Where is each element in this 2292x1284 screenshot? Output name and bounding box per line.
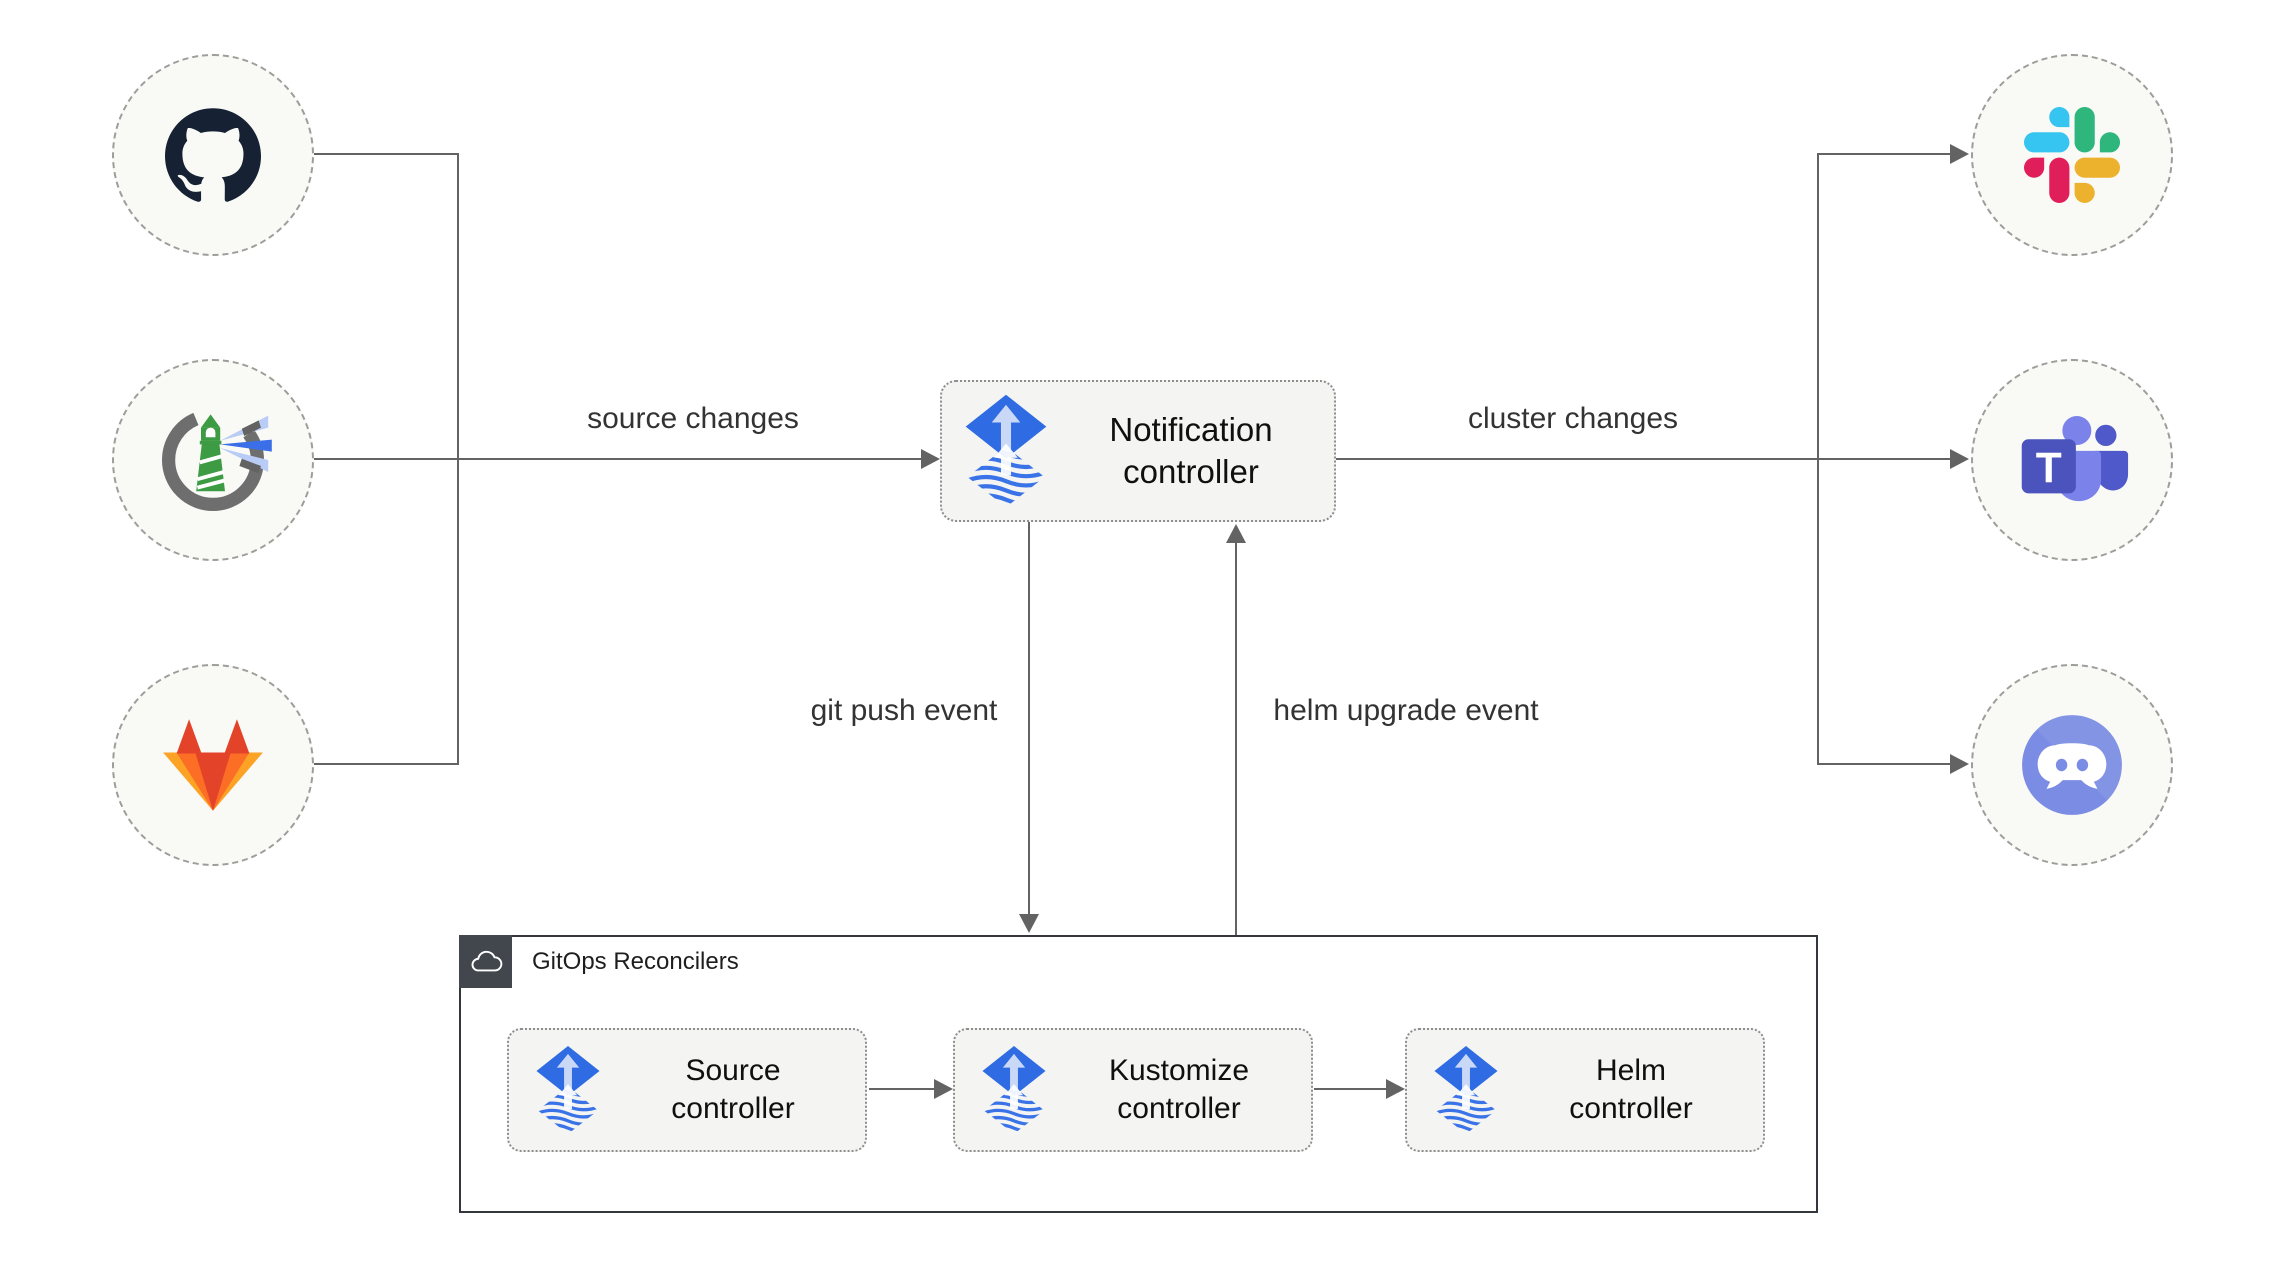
group-corner-badge: [459, 935, 512, 988]
edge-label-git-push-event: git push event: [810, 694, 998, 727]
node-notification-controller: Notification controller: [940, 380, 1336, 522]
edge-notification-to-teams: [1336, 458, 1952, 460]
node-helm-controller: Helm controller: [1405, 1028, 1765, 1152]
slack-icon: [2024, 107, 2120, 203]
helm-controller-label: Helm controller: [1569, 1053, 1693, 1125]
edge-kustomize-to-helm: [1314, 1088, 1388, 1090]
arrowhead-into-kustomize: [934, 1079, 953, 1099]
arrowhead-into-slack: [1950, 144, 1969, 164]
arrowhead-into-teams: [1950, 449, 1969, 469]
edge-helm-upgrade: [1235, 542, 1237, 935]
group-label: GitOps Reconcilers: [532, 948, 739, 975]
edge-label-helm-upgrade-event: helm upgrade event: [1273, 694, 1539, 727]
edge-git-push: [1028, 522, 1030, 918]
flux-icon: [535, 1046, 601, 1134]
kustomize-controller-label: Kustomize controller: [1108, 1053, 1250, 1125]
edge-source-to-kustomize: [869, 1088, 937, 1090]
node-github: [112, 54, 314, 256]
flux-icon: [1433, 1046, 1499, 1134]
edge-sources-to-notification: [314, 458, 924, 460]
node-kustomize-controller: Kustomize controller: [953, 1028, 1313, 1152]
gitlab-icon: [161, 717, 265, 813]
edge-right-vertical: [1817, 153, 1819, 765]
node-gitlab: [112, 664, 314, 866]
arrowhead-into-group: [1019, 914, 1039, 933]
node-teams: [1971, 359, 2173, 561]
notification-controller-label: Notification controller: [1109, 410, 1273, 490]
edge-to-discord: [1818, 763, 1952, 765]
edge-to-slack: [1818, 153, 1952, 155]
node-harbor: [112, 359, 314, 561]
node-source-controller: Source controller: [507, 1028, 867, 1152]
arrowhead-into-notification-bottom: [1226, 524, 1246, 543]
github-icon: [165, 107, 261, 203]
arrowhead-into-notification: [921, 449, 940, 469]
arrowhead-into-discord: [1950, 754, 1969, 774]
arrowhead-into-helm: [1386, 1079, 1405, 1099]
flux-icon: [981, 1046, 1047, 1134]
edge-label-source-changes: source changes: [587, 402, 799, 435]
discord-icon: [2020, 713, 2124, 817]
edge-github-junction: [314, 153, 458, 155]
teams-icon: [2014, 412, 2130, 509]
source-controller-label: Source controller: [671, 1053, 795, 1125]
harbor-icon: [153, 400, 273, 520]
node-discord: [1971, 664, 2173, 866]
edge-label-cluster-changes: cluster changes: [1467, 402, 1679, 435]
node-slack: [1971, 54, 2173, 256]
cloud-icon: [468, 948, 504, 976]
edge-gitlab-junction: [314, 763, 458, 765]
flux-icon: [964, 394, 1048, 508]
